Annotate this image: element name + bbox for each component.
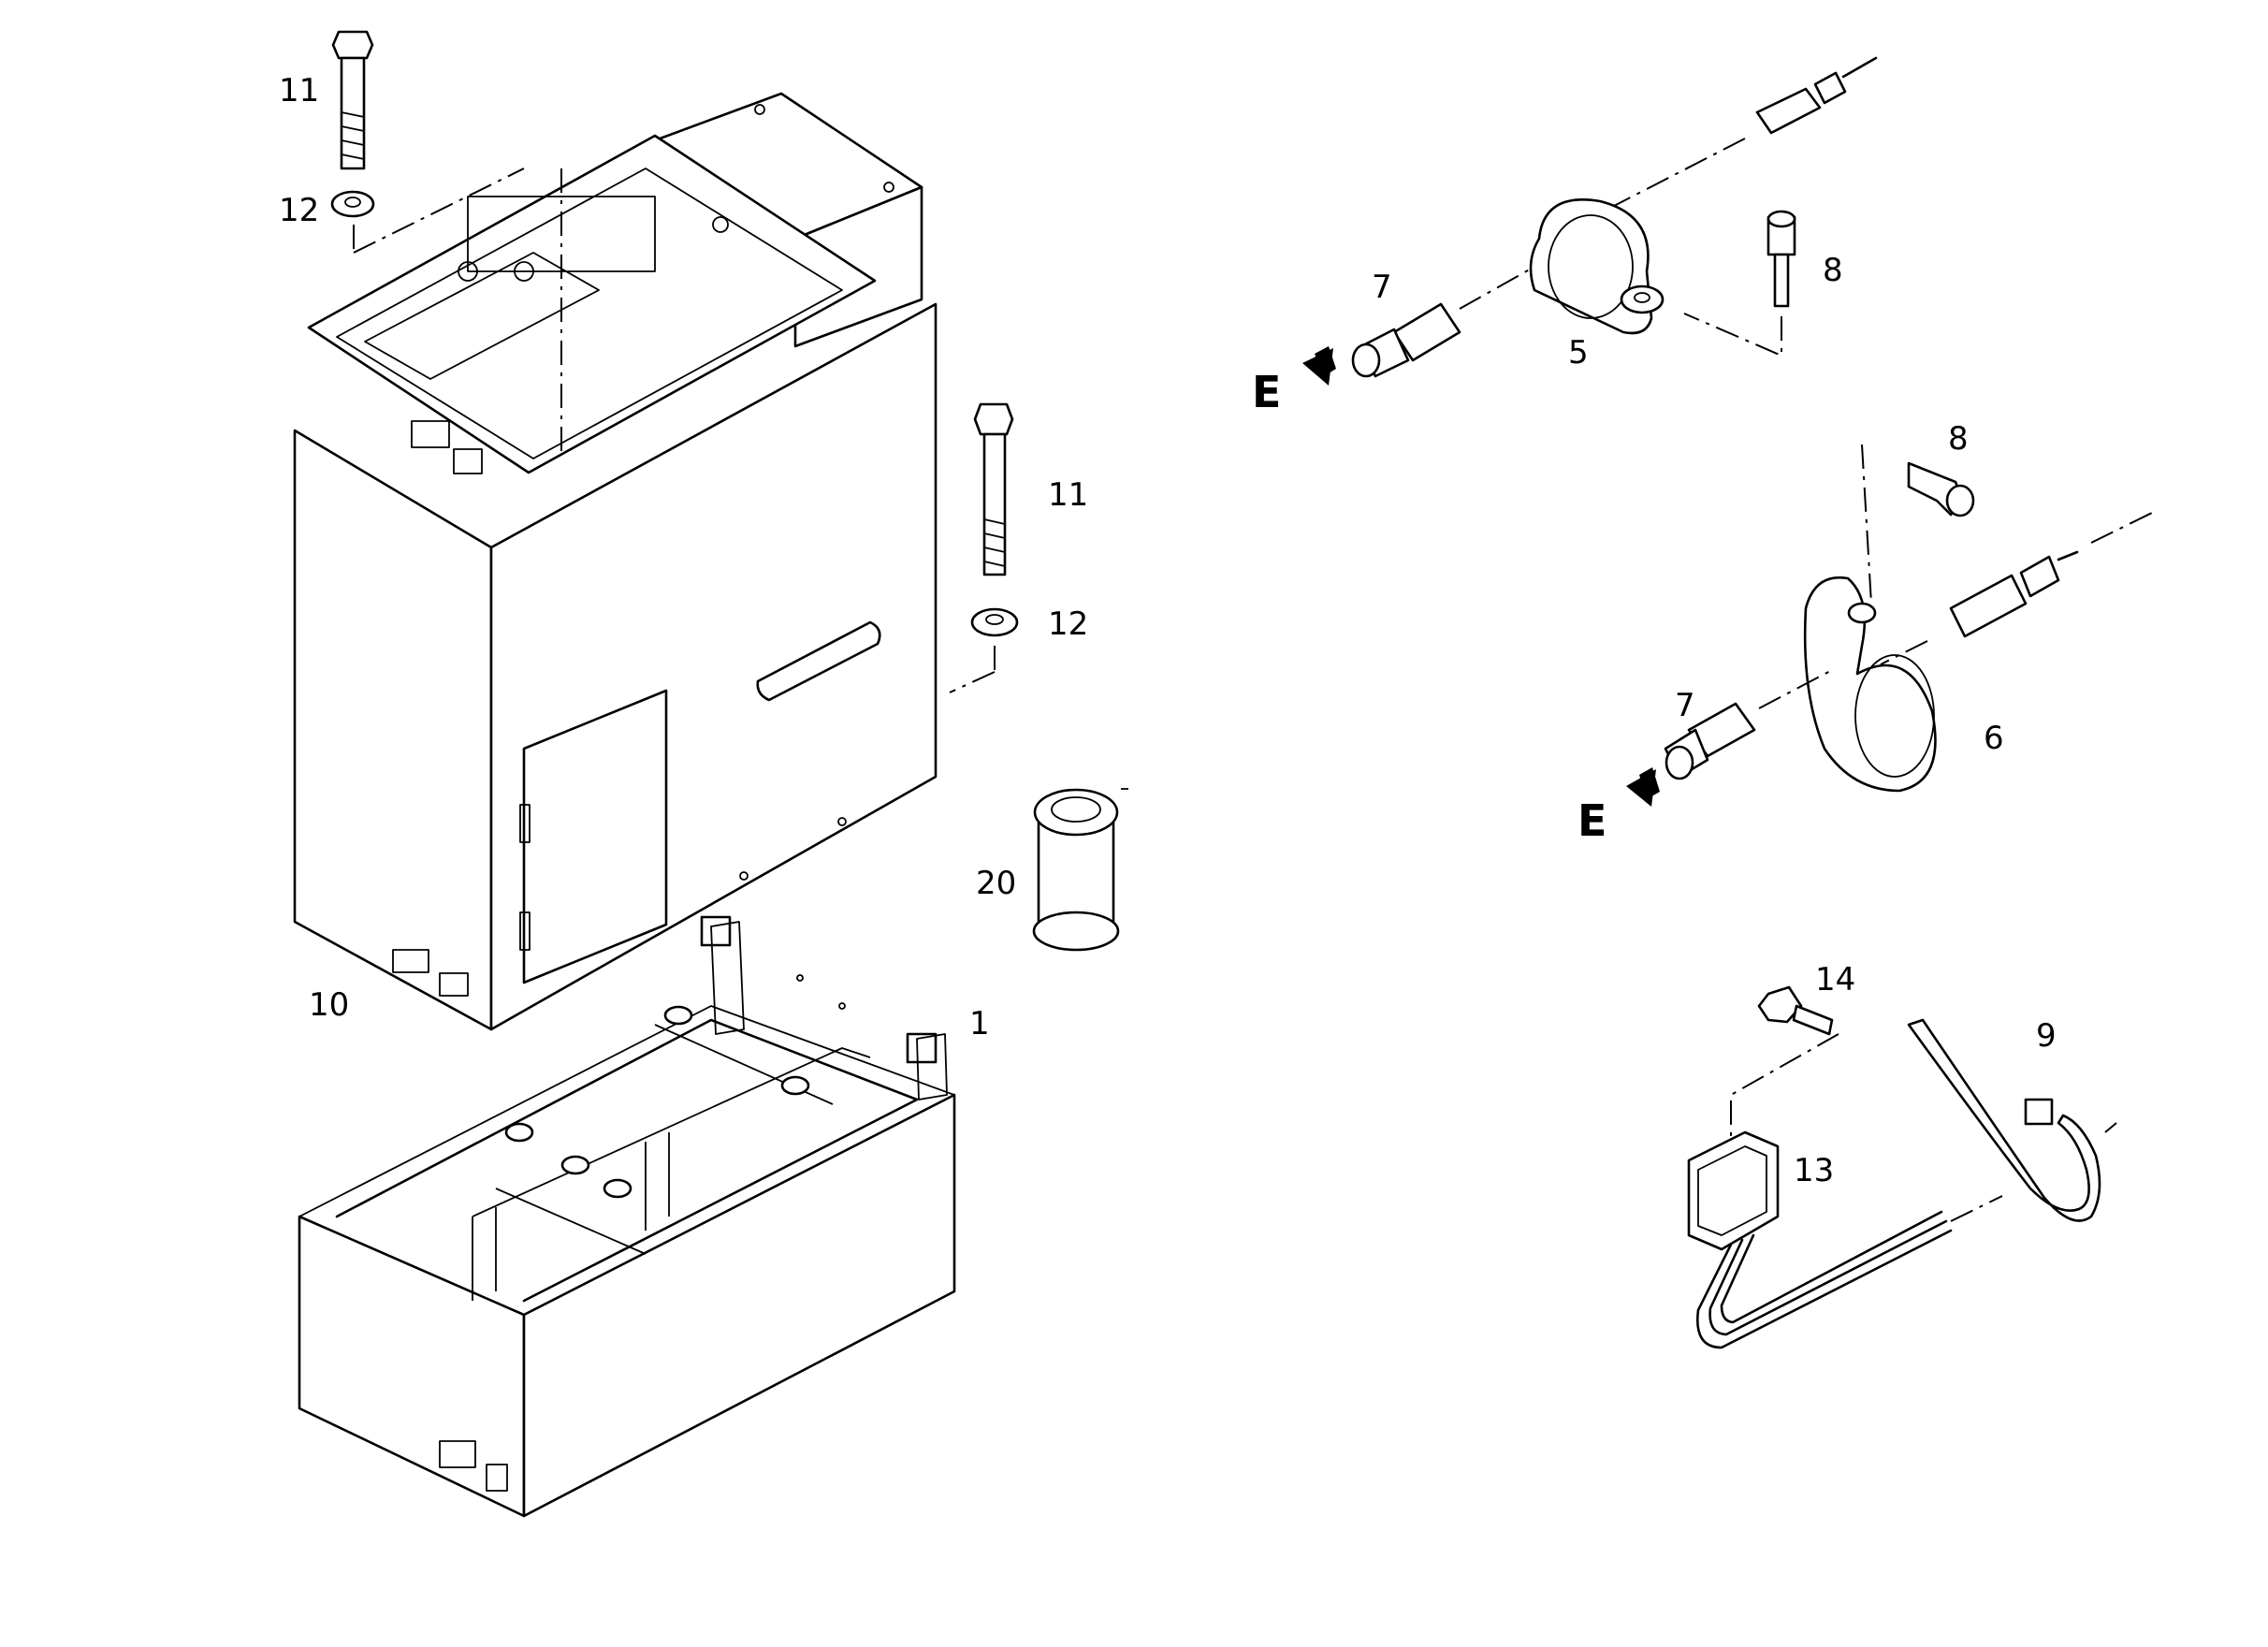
- callout-1: 1: [969, 1005, 990, 1042]
- callout-5: 5: [1568, 334, 1589, 372]
- pipe-clamp-part-6: [1803, 576, 1937, 793]
- callout-12-middle: 12: [1048, 605, 1088, 643]
- pipe-clamp-part-5: [1529, 198, 1665, 335]
- callout-14: 14: [1815, 961, 1855, 998]
- bolt-part-11-left: [331, 30, 374, 170]
- cable-tie-part-9: [1907, 1018, 2117, 1222]
- terminal-block-part-13: [1687, 1130, 2003, 1349]
- callout-9: 9: [2036, 1017, 2057, 1055]
- base-frame-part-1: [298, 915, 956, 1518]
- washer-part-12-middle: [949, 607, 1019, 693]
- callout-11-left: 11: [279, 72, 319, 109]
- bolt-part-14: [1730, 985, 1839, 1137]
- screw-part-8-upper: [1683, 210, 1796, 357]
- callout-8-upper: 8: [1823, 252, 1843, 289]
- callout-13: 13: [1794, 1152, 1834, 1189]
- callout-7-upper: 7: [1372, 269, 1392, 306]
- callout-e-lower: E: [1577, 795, 1606, 846]
- callout-8-lower: 8: [1948, 420, 1969, 458]
- e-arrow-lower: [1626, 767, 1660, 807]
- sensor-fitting-right-lower: [1880, 512, 2153, 665]
- screw-part-8-lower: [1861, 444, 1975, 605]
- callout-7-lower: 7: [1675, 687, 1695, 724]
- callout-11-middle: 11: [1048, 476, 1088, 514]
- e-arrow-upper: [1302, 346, 1336, 386]
- cabinet-part-10: [293, 92, 938, 1031]
- sensor-fitting-upper-right: [1613, 56, 1878, 207]
- callout-20: 20: [976, 865, 1016, 902]
- callout-e-upper: E: [1252, 367, 1281, 417]
- spacer-sleeve-part-20: [1032, 788, 1128, 952]
- sensor-fitting-part-7-upper: [1351, 266, 1535, 378]
- bolt-part-11-middle: [973, 402, 1014, 576]
- sensor-fitting-part-7-lower: [1664, 668, 1835, 780]
- callout-6: 6: [1984, 720, 2004, 757]
- callout-labels: 11 12 11 12 20 10 1 7 8 5 E 8 7 6 E 14 9…: [279, 72, 2057, 1189]
- callout-10: 10: [309, 986, 349, 1024]
- washer-part-12-left: [330, 168, 525, 254]
- callout-12-left: 12: [279, 192, 319, 229]
